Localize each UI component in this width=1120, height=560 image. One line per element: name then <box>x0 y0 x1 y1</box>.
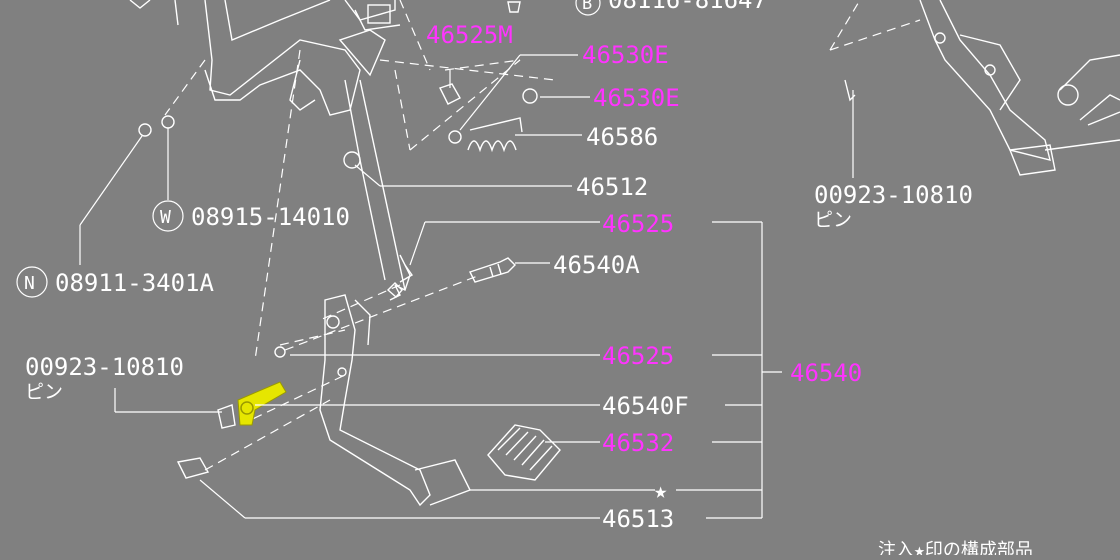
label-pin-left-name: ピン <box>25 381 63 403</box>
label-46530E-lower[interactable]: 46530E <box>593 84 680 112</box>
label-46525-upper[interactable]: 46525 <box>602 210 674 238</box>
label-pin-left-code: 00923-10810 <box>25 353 184 381</box>
pin-left-callout[interactable]: 00923-10810 ピン <box>25 353 184 403</box>
label-46586[interactable]: 46586 <box>586 123 658 151</box>
label-46525-lower[interactable]: 46525 <box>602 342 674 370</box>
footer-note: 注入★印の構成部品 <box>878 540 1033 555</box>
label-46540-assembly[interactable]: 46540 <box>790 359 862 387</box>
dashed-guides-upper <box>164 0 556 361</box>
label-nut: 08911-3401A <box>55 269 214 297</box>
top-bolt-prefix: B <box>582 0 592 14</box>
star-marker: ★ <box>654 479 667 504</box>
label-46513[interactable]: 46513 <box>602 505 674 533</box>
label-washer: 08915-14010 <box>191 203 350 231</box>
pedal-arm-drawing <box>176 257 561 507</box>
label-46530E-upper[interactable]: 46530E <box>582 41 669 69</box>
label-pin-right-name: ピン <box>814 209 852 231</box>
selected-part-highlight[interactable] <box>237 381 287 426</box>
label-46525M[interactable]: 46525M <box>426 21 513 49</box>
top-bolt-callout[interactable]: B 08116-81647 <box>575 0 767 16</box>
label-46540A[interactable]: 46540A <box>553 251 640 279</box>
pin-right-callout[interactable]: 00923-10810 ピン <box>814 181 973 231</box>
label-46532[interactable]: 46532 <box>602 429 674 457</box>
label-pin-right-code: 00923-10810 <box>814 181 973 209</box>
right-pedal-drawing <box>829 0 1120 176</box>
label-46540F[interactable]: 46540F <box>602 392 689 420</box>
label-46512[interactable]: 46512 <box>576 173 648 201</box>
leader-lines <box>79 54 854 519</box>
nut-prefix: N <box>24 273 35 294</box>
pedal-bracket-drawing <box>129 0 411 301</box>
label-top-bolt: 08116-81647 <box>608 0 767 14</box>
dashed-guides-lower <box>204 274 481 471</box>
nut-callout[interactable]: N 08911-3401A <box>16 266 214 298</box>
washer-callout[interactable]: W 08915-14010 <box>152 200 350 232</box>
washer-prefix: W <box>160 207 171 228</box>
hardware-small-parts <box>138 1 538 298</box>
